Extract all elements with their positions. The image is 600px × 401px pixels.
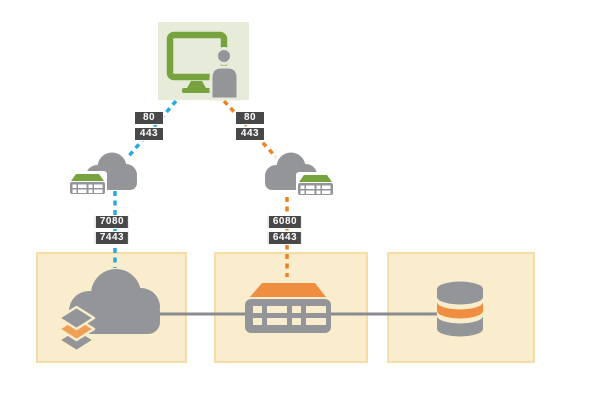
port-label-portal: 7080 7443: [94, 215, 130, 245]
client-to-cloud-left-line: [126, 99, 178, 159]
layers-icon: [57, 305, 96, 353]
port-value: 6443: [267, 231, 303, 245]
port-value: 6080: [267, 215, 303, 229]
gateway-appliance-icon-left: [68, 171, 107, 196]
database-icon: [437, 281, 483, 337]
database-zone-box: [387, 252, 535, 363]
port-value: 443: [134, 127, 164, 141]
user-icon: [209, 47, 240, 101]
client-workstation-icon: [166, 31, 240, 101]
port-label-client-right: 80 443: [235, 111, 265, 141]
port-value: 7080: [94, 215, 130, 229]
server-icon: [245, 283, 331, 333]
port-value: 80: [134, 111, 164, 125]
port-label-server: 6080 6443: [267, 215, 303, 245]
port-value: 7443: [94, 231, 130, 245]
port-value: 443: [235, 127, 265, 141]
port-label-client-left: 80 443: [134, 111, 164, 141]
port-value: 80: [235, 111, 265, 125]
gateway-appliance-icon-right: [296, 172, 335, 197]
cloud-layers-icon: [57, 269, 160, 353]
